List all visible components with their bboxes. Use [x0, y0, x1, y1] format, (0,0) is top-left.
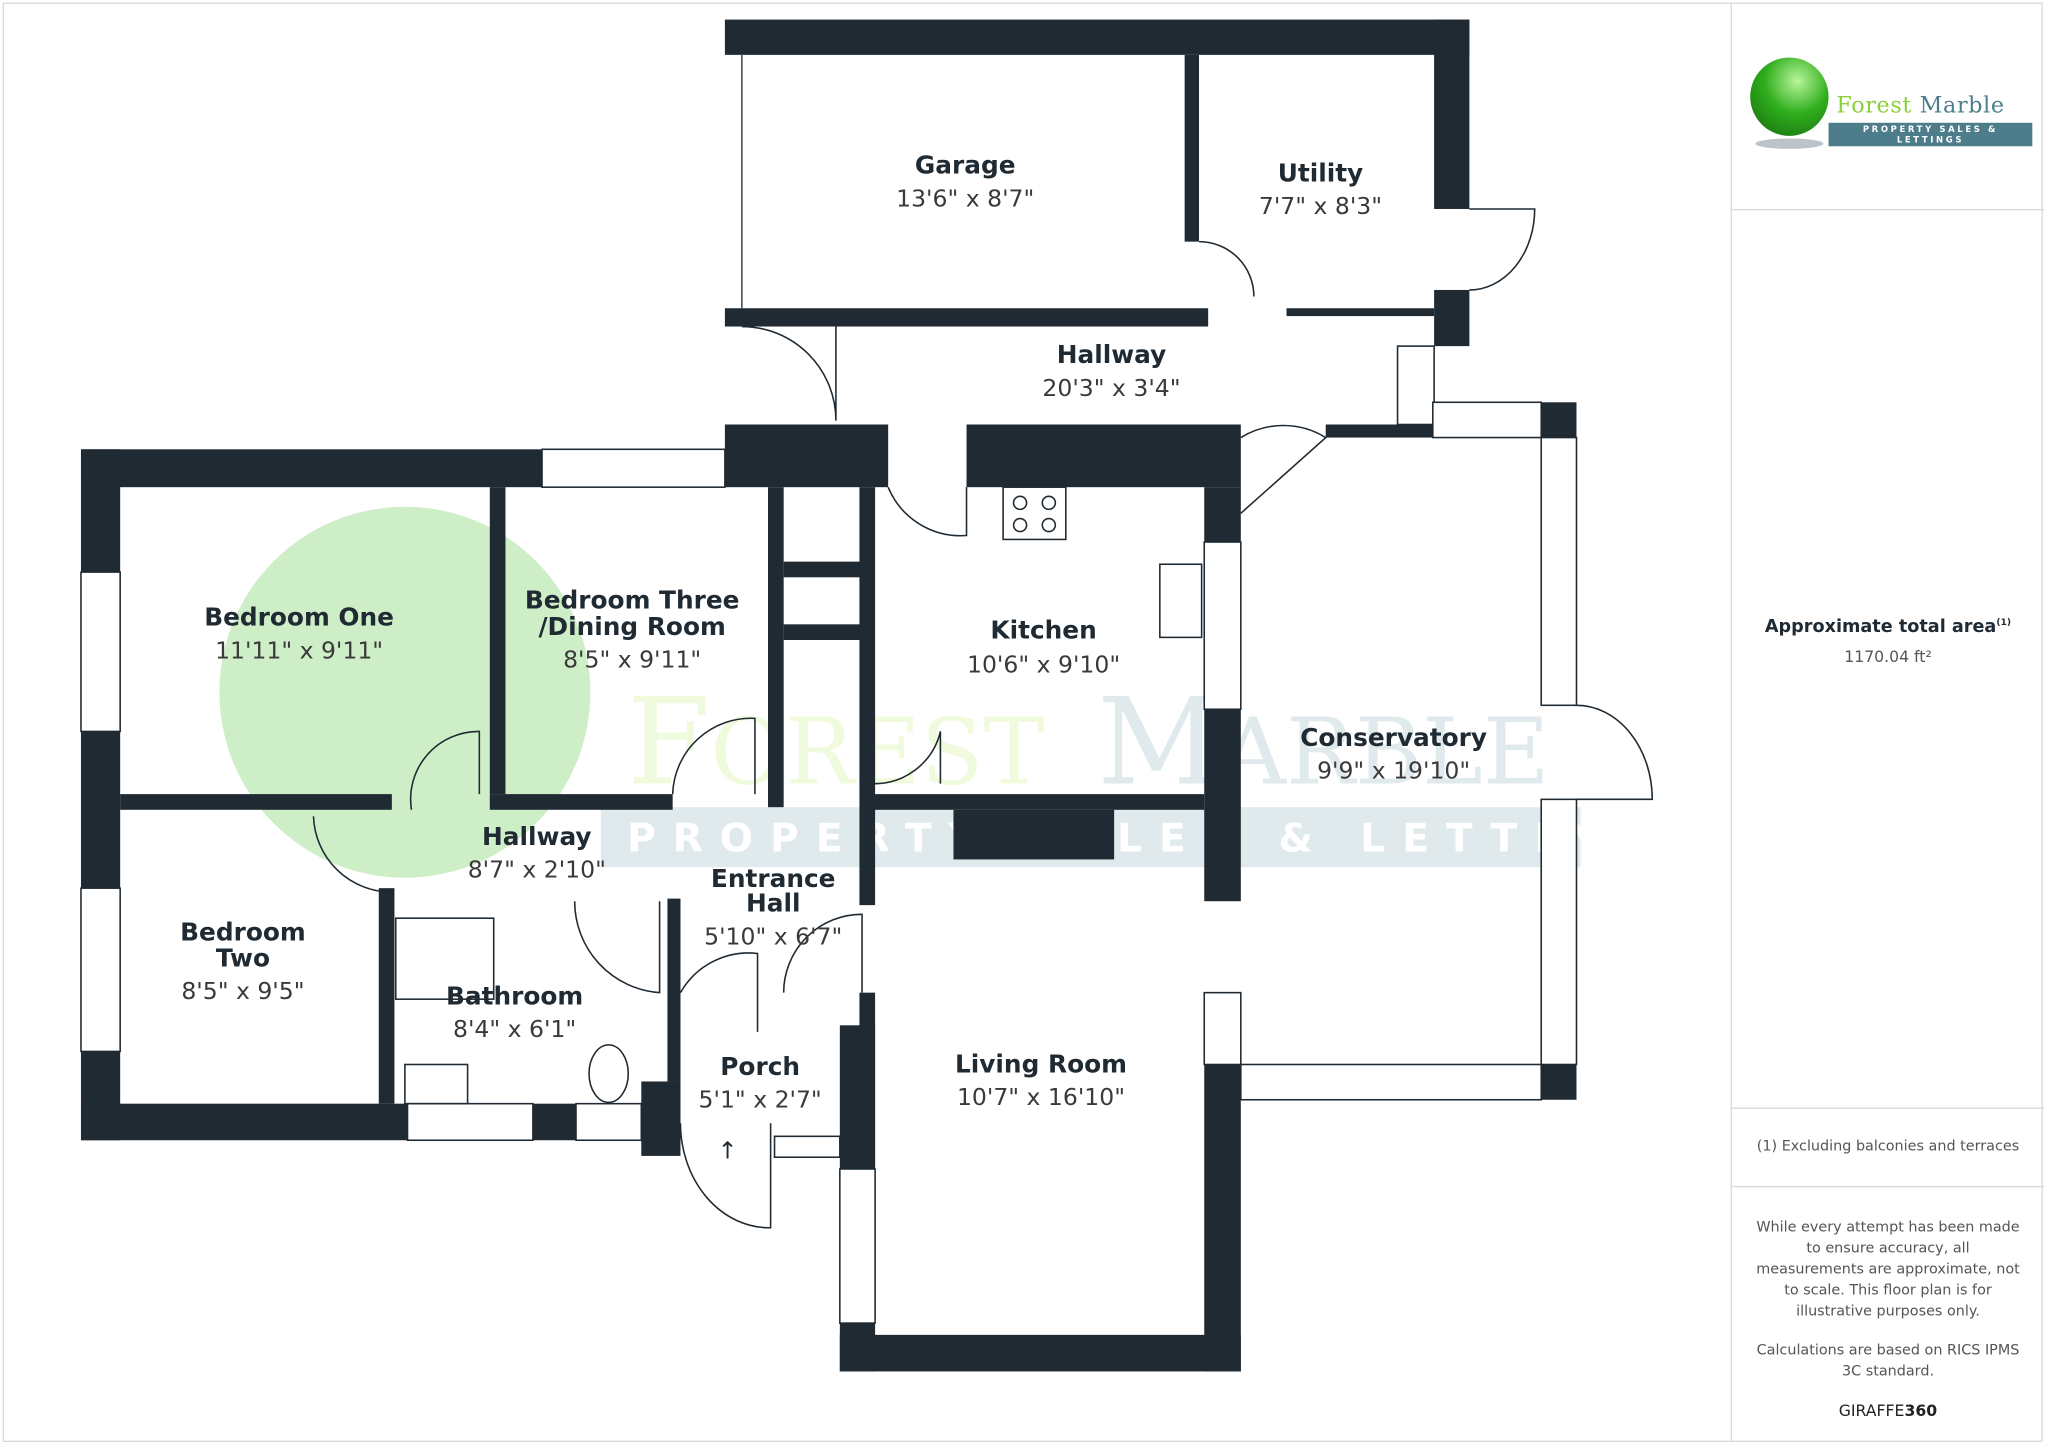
- svg-text:Hallway: Hallway: [1057, 340, 1167, 369]
- svg-text:FOREST: FOREST: [627, 673, 1044, 813]
- logo-section: Forest Marble PROPERTY SALES & LETTINGS: [1731, 3, 2045, 211]
- credit-number: 360: [1904, 1401, 1938, 1420]
- svg-text:8'4" x 6'1": 8'4" x 6'1": [453, 1015, 576, 1043]
- svg-text:10'7" x 16'10": 10'7" x 16'10": [957, 1083, 1125, 1111]
- svg-text:7'7" x 8'3": 7'7" x 8'3": [1259, 192, 1382, 220]
- svg-text:13'6" x 8'7": 13'6" x 8'7": [896, 184, 1034, 212]
- svg-text:9'9" x 19'10": 9'9" x 19'10": [1317, 756, 1470, 784]
- credit-text: GIRAFFE: [1838, 1401, 1905, 1420]
- room-porch: Porch 5'1" x 2'7": [699, 1052, 822, 1114]
- svg-text:Bedroom One: Bedroom One: [204, 603, 394, 632]
- entrance-arrow-icon: ↑: [718, 1137, 738, 1165]
- area-label: Approximate total area: [1764, 616, 1997, 638]
- room-conservatory: Conservatory 9'9" x 19'10": [1300, 723, 1487, 785]
- room-garage: Garage 13'6" x 8'7": [896, 151, 1034, 213]
- footnote-section: (1) Excluding balconies and terraces: [1731, 1108, 2045, 1188]
- svg-text:Porch: Porch: [720, 1052, 800, 1081]
- room-utility: Utility 7'7" x 8'3": [1259, 159, 1382, 221]
- svg-text:Conservatory: Conservatory: [1300, 723, 1487, 752]
- svg-text:Two: Two: [216, 944, 270, 973]
- svg-text:Living Room: Living Room: [955, 1049, 1127, 1078]
- walls: [80, 19, 1578, 1372]
- svg-text:8'7" x 2'10": 8'7" x 2'10": [468, 856, 606, 884]
- svg-text:Entrance: Entrance: [711, 864, 836, 893]
- room-bedroom-one: Bedroom One 11'11" x 9'11": [204, 603, 394, 665]
- floor-plan: FOREST MARBLE PROPERTY SALES & LETTINGS: [80, 19, 1710, 1372]
- room-living-room: Living Room 10'7" x 16'10": [955, 1049, 1127, 1111]
- room-bathroom: Bathroom 8'4" x 6'1": [446, 981, 583, 1043]
- calc-note: Calculations are based on RICS IPMS 3C s…: [1756, 1341, 2020, 1380]
- svg-text:/Dining Room: /Dining Room: [538, 612, 725, 641]
- disclaimer-section: While every attempt has been made to ens…: [1732, 1186, 2044, 1442]
- svg-text:Kitchen: Kitchen: [990, 616, 1096, 645]
- svg-text:5'10" x 6'7": 5'10" x 6'7": [704, 922, 842, 950]
- room-hallway-inner: Hallway 8'7" x 2'10": [468, 822, 606, 884]
- svg-text:8'5" x 9'11": 8'5" x 9'11": [563, 645, 701, 673]
- info-panel: Forest Marble PROPERTY SALES & LETTINGS …: [1730, 2, 2045, 1442]
- svg-text:PROPERTY SALES & LETTINGS: PROPERTY SALES & LETTINGS: [627, 817, 1710, 862]
- room-hallway-north: Hallway 20'3" x 3'4": [1042, 340, 1180, 402]
- area-value: 1170.04 ft²: [1844, 647, 1932, 667]
- footnote-text: (1) Excluding balconies and terraces: [1756, 1137, 2020, 1155]
- area-section: Approximate total area(1) 1170.04 ft²: [1731, 209, 2045, 1109]
- svg-text:8'5" x 9'5": 8'5" x 9'5": [181, 977, 304, 1005]
- area-footnote-mark: (1): [1996, 617, 2012, 628]
- logo-text-marble: Marble: [1919, 92, 2005, 119]
- logo-text-forest: Forest: [1836, 92, 1912, 119]
- svg-text:Hallway: Hallway: [482, 822, 592, 851]
- room-labels: Garage 13'6" x 8'7" Utility 7'7" x 8'3" Ha…: [180, 151, 1487, 1114]
- svg-text:10'6" x 9'10": 10'6" x 9'10": [967, 651, 1120, 679]
- room-bedroom-three: Bedroom Three/Dining Room 8'5" x 9'11": [525, 586, 740, 674]
- brand-logo: Forest Marble PROPERTY SALES & LETTINGS: [1750, 57, 2040, 161]
- logo-orb-icon: [1750, 57, 1829, 136]
- svg-text:Bedroom Three: Bedroom Three: [525, 586, 740, 615]
- svg-text:11'11" x 9'11": 11'11" x 9'11": [215, 636, 383, 664]
- svg-text:Bedroom: Bedroom: [180, 917, 306, 946]
- doors: [312, 208, 1654, 1229]
- svg-text:Garage: Garage: [915, 151, 1016, 180]
- disclaimer-text: While every attempt has been made to ens…: [1756, 1218, 2020, 1320]
- svg-text:5'1" x 2'7": 5'1" x 2'7": [699, 1086, 822, 1114]
- logo-tagline: PROPERTY SALES & LETTINGS: [1828, 122, 2033, 147]
- giraffe360-credit: GIRAFFE360: [1732, 1382, 2044, 1421]
- svg-text:20'3" x 3'4": 20'3" x 3'4": [1042, 374, 1180, 402]
- svg-text:Hall: Hall: [746, 889, 801, 918]
- room-kitchen: Kitchen 10'6" x 9'10": [967, 616, 1120, 679]
- svg-text:Utility: Utility: [1278, 159, 1364, 188]
- svg-text:Bathroom: Bathroom: [446, 981, 583, 1010]
